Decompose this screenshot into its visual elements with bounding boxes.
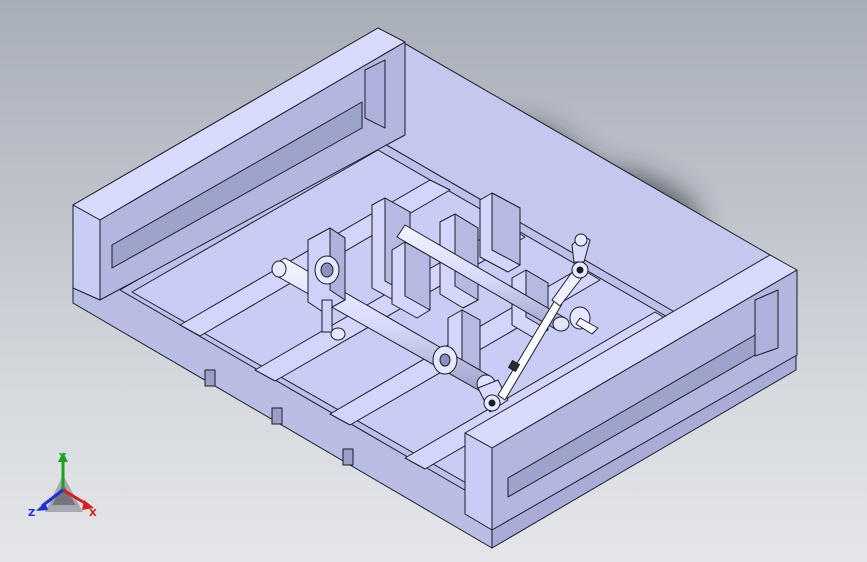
z-axis-arrowhead xyxy=(36,502,48,511)
y-axis-arrowhead xyxy=(58,452,68,462)
upper-shaft[interactable] xyxy=(396,224,570,332)
triad-base xyxy=(45,475,83,512)
upright-bracket-rear[interactable] xyxy=(479,192,521,273)
z-axis-label: Z xyxy=(28,508,35,519)
x-axis-label: X xyxy=(89,508,97,519)
left-side-frame[interactable] xyxy=(72,27,406,301)
right-bearing-block[interactable] xyxy=(432,345,458,375)
crank-linkage[interactable] xyxy=(477,233,599,413)
left-bearing-block[interactable] xyxy=(307,227,346,341)
y-axis-label: Y xyxy=(58,452,67,463)
x-axis-arrowhead xyxy=(82,500,94,510)
right-side-frame[interactable] xyxy=(464,254,798,531)
